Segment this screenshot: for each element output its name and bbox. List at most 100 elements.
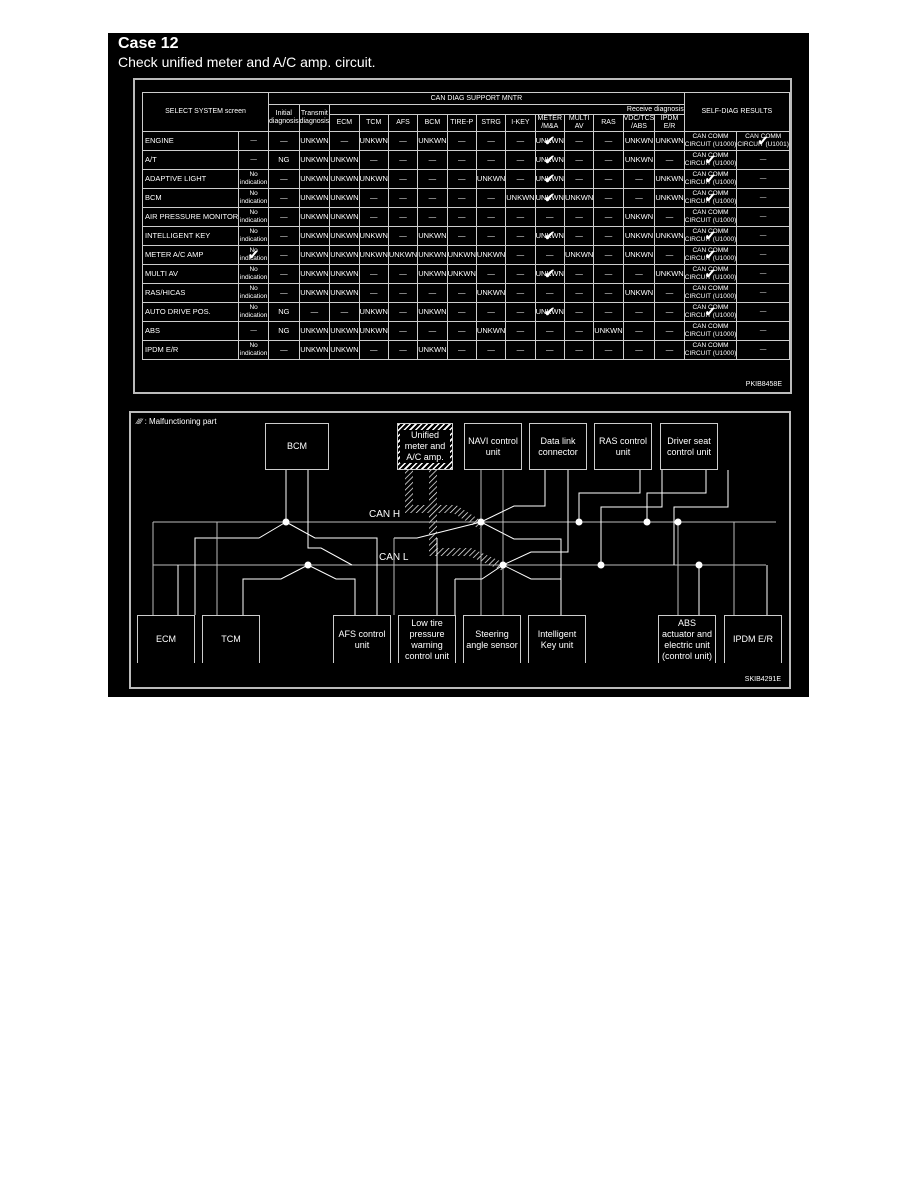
system-name: AIR PRESSURE MONITOR bbox=[141, 207, 240, 227]
table-cell: UNKWN bbox=[358, 321, 389, 341]
table-cell: UNKWN bbox=[622, 283, 656, 303]
system-name: ADAPTIVE LIGHT bbox=[141, 169, 240, 189]
table-cell: UNKWN bbox=[622, 150, 656, 170]
receive-diag-header: Receive diagnosis bbox=[329, 104, 685, 115]
table-cell: — bbox=[475, 188, 507, 208]
table-cell: — bbox=[268, 188, 300, 208]
table-cell: — bbox=[622, 169, 656, 189]
table-cell: UNKWN bbox=[654, 264, 685, 284]
table-cell: — bbox=[268, 226, 300, 246]
table-cell: UNKWN bbox=[329, 226, 360, 246]
can-h-label: CAN H bbox=[369, 509, 400, 520]
table-cell: CAN COMM CIRCUIT (U1000) bbox=[683, 131, 738, 151]
table-cell: — bbox=[475, 131, 507, 151]
table-cell: UNKWN bbox=[534, 169, 565, 189]
table-cell: UNKWN bbox=[446, 245, 477, 265]
unit-box-ipdm: IPDM E/R bbox=[724, 615, 782, 663]
table-cell: — bbox=[446, 169, 477, 189]
table-cell: CAN COMM CIRCUIT (U1000) bbox=[683, 321, 738, 341]
table-cell: — bbox=[622, 340, 656, 360]
table-cell: UNKWN bbox=[329, 283, 360, 303]
case-panel: Case 12 Check unified meter and A/C amp.… bbox=[108, 33, 809, 697]
table-cell: — bbox=[505, 226, 536, 246]
table-cell: — bbox=[358, 340, 389, 360]
receive-col-header: TIRE-P bbox=[446, 114, 477, 132]
table-cell: UNKWN bbox=[387, 245, 419, 265]
table-cell: — bbox=[736, 226, 790, 246]
case-subtitle: Check unified meter and A/C amp. circuit… bbox=[118, 54, 376, 70]
table-cell: — bbox=[329, 302, 360, 322]
table-cell: — bbox=[593, 283, 624, 303]
table-cell: UNKWN bbox=[534, 264, 565, 284]
table-cell: — bbox=[593, 131, 624, 151]
table-cell: — bbox=[505, 264, 536, 284]
table-cell: — bbox=[534, 340, 565, 360]
table-cell: UNKWN bbox=[417, 264, 448, 284]
table-cell: CAN COMM CIRCUIT (U1000) bbox=[683, 188, 738, 208]
self-diag-header: SELF-DIAG RESULTS bbox=[683, 92, 791, 132]
table-cell: — bbox=[475, 264, 507, 284]
table-cell: — bbox=[736, 283, 790, 303]
table-cell: No indication bbox=[238, 226, 270, 246]
system-name: INTELLIGENT KEY bbox=[141, 226, 240, 246]
table-cell: UNKWN bbox=[446, 264, 477, 284]
table-cell: — bbox=[387, 321, 419, 341]
table-cell: No indication bbox=[238, 340, 270, 360]
table-cell: — bbox=[534, 283, 565, 303]
table-cell: UNKWN bbox=[475, 283, 507, 303]
table-cell: UNKWN bbox=[534, 131, 565, 151]
table-cell: — bbox=[593, 245, 624, 265]
table-cell: — bbox=[736, 207, 790, 227]
table-cell: No indication bbox=[238, 169, 270, 189]
table-cell: — bbox=[563, 226, 595, 246]
table-cell: UNKWN bbox=[563, 188, 595, 208]
table-cell: No indication bbox=[238, 245, 270, 265]
table-cell: — bbox=[593, 226, 624, 246]
unit-box-ecm: ECM bbox=[137, 615, 195, 663]
table-cell: UNKWN bbox=[298, 207, 331, 227]
table-cell: UNKWN bbox=[358, 131, 389, 151]
table-cell: UNKWN bbox=[358, 302, 389, 322]
table-cell: — bbox=[736, 321, 790, 341]
table-cell: — bbox=[387, 150, 419, 170]
table-cell: No indication bbox=[238, 188, 270, 208]
unit-box-seat: Driver seat control unit bbox=[660, 423, 718, 470]
table-cell: UNKWN bbox=[329, 264, 360, 284]
table-cell: — bbox=[417, 207, 448, 227]
table-cell: — bbox=[387, 207, 419, 227]
unit-box-navi: NAVI control unit bbox=[464, 423, 522, 470]
table-cell: UNKWN bbox=[417, 226, 448, 246]
table-cell: — bbox=[268, 131, 300, 151]
table-cell: UNKWN bbox=[358, 245, 389, 265]
table-cell: — bbox=[358, 207, 389, 227]
table-cell: CAN COMM CIRCUIT (U1000) bbox=[683, 226, 738, 246]
table-cell: — bbox=[593, 340, 624, 360]
malfunction-legend: ∕∕∕∕ : Malfunctioning part bbox=[137, 417, 217, 426]
table-cell: — bbox=[505, 131, 536, 151]
table-cell: UNKWN bbox=[654, 169, 685, 189]
table-cell: — bbox=[387, 131, 419, 151]
table-cell: No indication bbox=[238, 207, 270, 227]
system-name: IPDM E/R bbox=[141, 340, 240, 360]
select-system-header: SELECT SYSTEM screen bbox=[141, 92, 270, 132]
malfunction-wiring bbox=[405, 468, 509, 571]
table-cell: UNKWN bbox=[329, 188, 360, 208]
unit-box-bcm: BCM bbox=[265, 423, 329, 470]
table-cell: — bbox=[387, 283, 419, 303]
table-cell: — bbox=[446, 207, 477, 227]
receive-col-header: ECM bbox=[329, 114, 360, 132]
table-cell: — bbox=[268, 169, 300, 189]
table-cell: NG bbox=[268, 150, 300, 170]
table-cell: — bbox=[563, 321, 595, 341]
system-name: MULTI AV bbox=[141, 264, 240, 284]
table-cell: UNKWN bbox=[622, 207, 656, 227]
table-cell: — bbox=[505, 302, 536, 322]
table-cell: UNKWN bbox=[298, 245, 331, 265]
table-cell: — bbox=[534, 245, 565, 265]
table-cell: No indication bbox=[238, 283, 270, 303]
table-cell: UNKWN bbox=[622, 131, 656, 151]
